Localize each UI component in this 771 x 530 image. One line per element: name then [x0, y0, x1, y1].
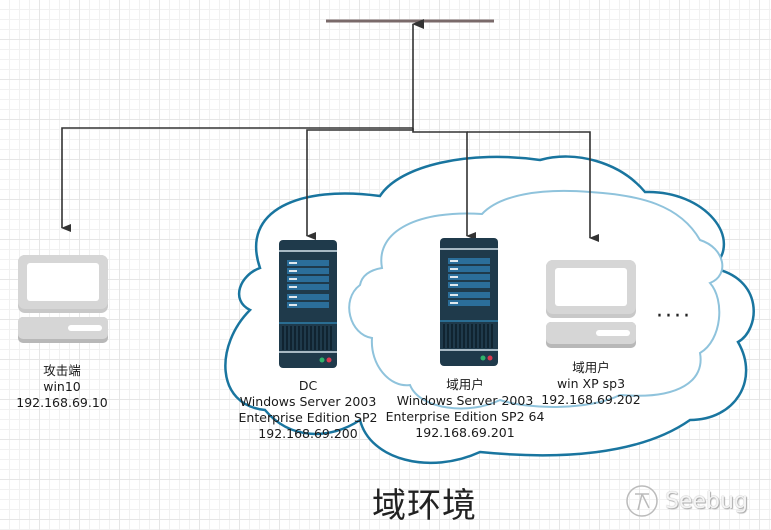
laptop-icon-attacker[interactable] [18, 255, 108, 343]
seebug-watermark: Seebug [625, 484, 748, 518]
seebug-wordmark: Seebug [665, 488, 748, 514]
node-label-dc: DC Windows Server 2003 Enterprise Editio… [239, 378, 378, 442]
laptop-icon-xp[interactable] [546, 260, 636, 348]
node-label-domain-user-xp: 域用户 win XP sp3 192.168.69.202 [541, 360, 640, 408]
node-label-line: 192.168.69.10 [16, 395, 108, 410]
connectors [61, 19, 599, 242]
seebug-logo-icon [626, 485, 658, 517]
node-label-line: 域用户 [446, 377, 484, 392]
node-label-line: 192.168.69.202 [541, 392, 641, 407]
node-label-domain-user-server: 域用户 Windows Server 2003 Enterprise Editi… [386, 377, 545, 441]
node-label-line: 攻击端 [43, 363, 81, 378]
node-label-line: 192.168.69.200 [258, 426, 358, 441]
server-icon-dc[interactable] [279, 240, 337, 368]
node-label-attacker: 攻击端 win10 192.168.69.10 [16, 363, 107, 411]
node-label-line: Windows Server 2003 [239, 394, 377, 409]
diagram-title: 域环境 [372, 486, 477, 526]
node-label-line: 192.168.69.201 [415, 425, 515, 440]
more-nodes-ellipsis: ···· [656, 304, 692, 329]
node-label-line: win10 [43, 379, 81, 394]
node-label-line: Windows Server 2003 [396, 393, 534, 408]
node-label-line: Enterprise Edition SP2 [238, 410, 378, 425]
node-label-line: Enterprise Edition SP2 64 [385, 409, 545, 424]
node-label-line: DC [298, 378, 318, 393]
server-icon-domain-user[interactable] [440, 238, 498, 366]
node-label-line: win XP sp3 [556, 376, 626, 391]
node-label-line: 域用户 [572, 360, 610, 375]
